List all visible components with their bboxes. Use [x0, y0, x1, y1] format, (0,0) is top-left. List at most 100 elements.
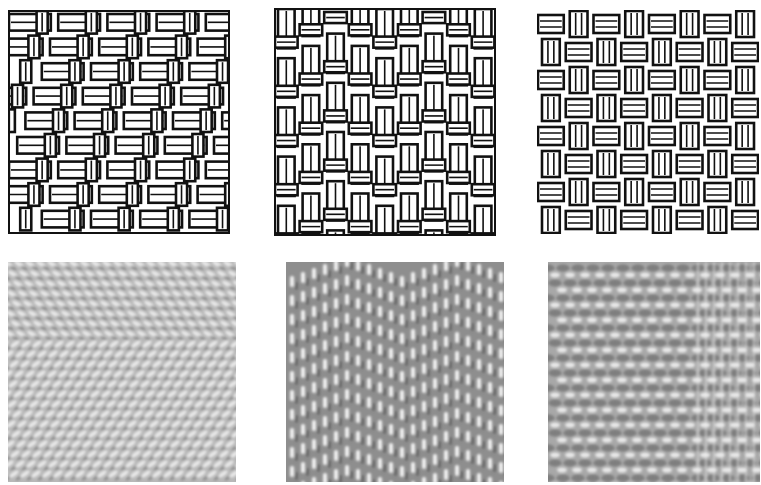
horizontal-float	[447, 74, 470, 85]
vertical-float	[151, 109, 162, 132]
horizontal-float	[566, 155, 592, 173]
vertical-float	[201, 109, 212, 132]
vertical-float	[127, 36, 138, 59]
horizontal-float	[324, 160, 347, 171]
horizontal-float	[373, 135, 396, 146]
horizontal-float	[732, 155, 758, 173]
herringbone-weave-drawing	[274, 8, 496, 236]
horizontal-float	[649, 127, 675, 145]
herringbone-weave-diagram	[274, 8, 496, 236]
horizontal-float	[324, 61, 347, 72]
vertical-float	[681, 67, 699, 93]
horizontal-float	[621, 211, 647, 229]
horizontal-float	[594, 71, 620, 89]
horizontal-float	[472, 37, 495, 48]
horizontal-float	[566, 211, 592, 229]
horizontal-float	[423, 209, 446, 220]
horizontal-float	[206, 14, 230, 31]
horizontal-float	[538, 71, 564, 89]
horizontal-float	[398, 24, 421, 35]
vertical-float	[119, 60, 130, 83]
horizontal-float	[732, 99, 758, 117]
vertical-float	[736, 11, 754, 37]
vertical-float	[653, 151, 671, 177]
horizontal-float	[373, 184, 396, 195]
vertical-float	[542, 207, 560, 233]
twill-weave-diagram	[8, 10, 230, 234]
horizontal-float	[373, 86, 396, 97]
vertical-float	[20, 60, 31, 83]
horizontal-float	[677, 43, 703, 61]
vertical-float	[78, 183, 89, 206]
vertical-float	[37, 159, 48, 182]
vertical-float	[709, 95, 727, 121]
horizontal-float	[472, 135, 495, 146]
vertical-float	[176, 36, 187, 59]
vertical-float	[570, 11, 588, 37]
herringbone-fabric-photo	[286, 262, 504, 482]
horizontal-float	[349, 24, 372, 35]
vertical-float	[168, 60, 179, 83]
horizontal-float	[732, 211, 758, 229]
vertical-float	[135, 11, 146, 34]
vertical-float	[168, 208, 179, 231]
vertical-float	[278, 206, 295, 236]
vertical-float	[570, 123, 588, 149]
vertical-float	[94, 134, 105, 157]
horizontal-float	[349, 74, 372, 85]
horizontal-float	[677, 99, 703, 117]
vertical-float	[69, 208, 80, 231]
horizontal-float	[705, 127, 731, 145]
horizontal-float	[300, 221, 323, 232]
vertical-float	[69, 60, 80, 83]
horizontal-float	[300, 74, 323, 85]
horizontal-float	[349, 172, 372, 183]
vertical-float	[143, 134, 154, 157]
vertical-float	[709, 151, 727, 177]
horizontal-float	[649, 71, 675, 89]
horizontal-float	[705, 71, 731, 89]
horizontal-float	[300, 172, 323, 183]
vertical-float	[86, 159, 97, 182]
vertical-float	[184, 159, 195, 182]
vertical-float	[217, 208, 228, 231]
vertical-float	[542, 151, 560, 177]
horizontal-float	[538, 15, 564, 33]
horizontal-float	[447, 24, 470, 35]
horizontal-float	[275, 86, 298, 97]
horizontal-float	[621, 155, 647, 173]
horizontal-float	[732, 43, 758, 61]
vertical-float	[681, 123, 699, 149]
horizontal-float	[275, 37, 298, 48]
basket-weave-diagram	[537, 10, 759, 234]
vertical-float	[78, 36, 89, 59]
horizontal-float	[566, 43, 592, 61]
vertical-float	[653, 95, 671, 121]
vertical-float	[709, 39, 727, 65]
vertical-float	[625, 67, 643, 93]
vertical-float	[127, 183, 138, 206]
twill-fabric-texture	[8, 262, 236, 482]
vertical-float	[570, 67, 588, 93]
horizontal-float	[300, 123, 323, 134]
vertical-float	[209, 85, 220, 108]
vertical-float	[653, 39, 671, 65]
horizontal-float	[705, 183, 731, 201]
vertical-float	[376, 206, 393, 236]
horizontal-float	[324, 110, 347, 121]
vertical-float	[570, 179, 588, 205]
horizontal-float	[423, 160, 446, 171]
horizontal-float	[594, 127, 620, 145]
horizontal-float	[349, 221, 372, 232]
horizontal-float	[447, 172, 470, 183]
vertical-float	[542, 95, 560, 121]
horizontal-float	[621, 43, 647, 61]
vertical-float	[736, 67, 754, 93]
vertical-float	[28, 36, 39, 59]
vertical-float	[598, 151, 616, 177]
herringbone-fabric-texture	[286, 262, 504, 482]
vertical-float	[598, 207, 616, 233]
horizontal-float	[423, 61, 446, 72]
horizontal-float	[373, 37, 396, 48]
vertical-float	[625, 11, 643, 37]
